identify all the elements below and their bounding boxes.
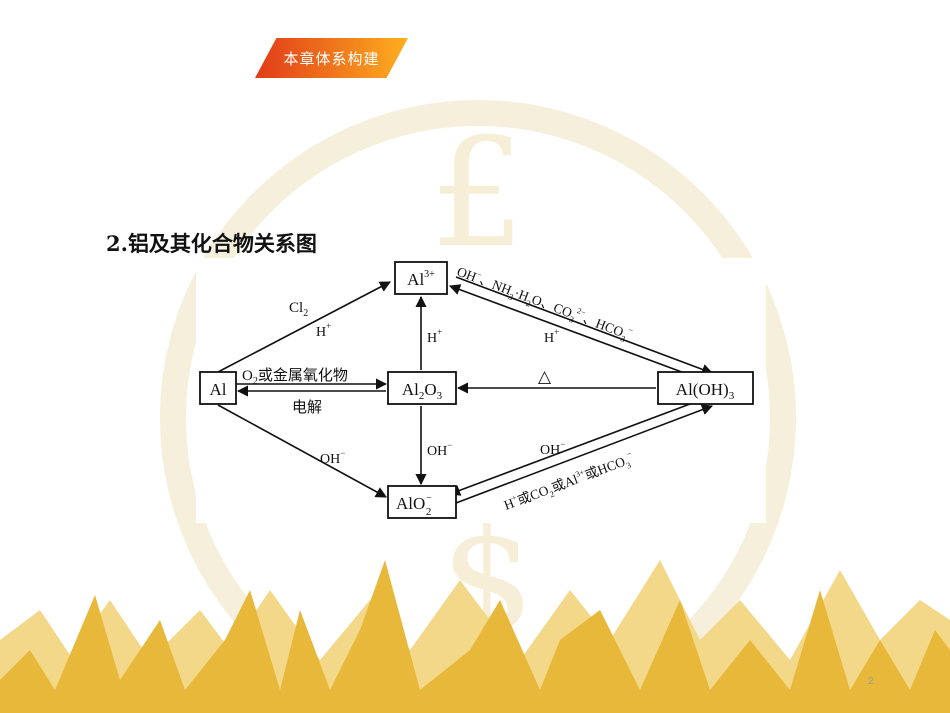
section-banner: 本章体系构建 (255, 38, 408, 78)
node-al3: Al3+ (394, 261, 448, 295)
arrow-al-to-alo2 (217, 404, 387, 498)
arrow-al3-to-aloh3 (455, 276, 714, 375)
label-o2-metal-oxide: O2或金属氧化物 (242, 367, 348, 387)
heading-number: 2. (106, 231, 128, 256)
watermark-ring (160, 100, 796, 713)
label-oh-vertical: OH− (427, 440, 452, 459)
node-al2o3-text: Al2O3 (402, 380, 443, 402)
diagram-heading: 2.铝及其化合物关系图 (106, 228, 317, 258)
arrow-aloh3-to-alo2 (448, 397, 707, 496)
page-number: 2 (868, 676, 874, 687)
node-al-text: Al (210, 380, 227, 399)
node-al2o3: Al2O3 (387, 371, 457, 405)
label-oh-bottom-right: OH− (540, 439, 565, 458)
arrow-al-to-al3 (217, 281, 391, 373)
node-alo2-text: AlO−2 (396, 493, 432, 518)
heading-text: 铝及其化合物关系图 (127, 231, 317, 256)
gold-mountains-front (0, 560, 950, 713)
label-h-top-left: H+ (316, 321, 331, 340)
node-aloh3: Al(OH)3 (657, 371, 754, 405)
label-cl2: Cl2 (289, 300, 308, 319)
label-oh-bottom-left: OH− (320, 448, 345, 467)
node-al: Al (199, 371, 237, 405)
arrow-alo2-to-aloh3 (455, 404, 714, 504)
node-aloh3-text: Al(OH)3 (676, 380, 735, 402)
label-electrolysis: 电解 (292, 399, 322, 416)
pound-watermark-icon: £ (430, 107, 525, 281)
label-heat: △ (538, 367, 552, 386)
node-al3-text: Al3+ (407, 269, 435, 289)
label-h-top-right: H+ (544, 327, 559, 346)
node-alo2: AlO−2 (387, 485, 457, 519)
arrow-aloh3-to-al3 (448, 284, 707, 382)
label-h-vertical: H+ (427, 327, 442, 346)
section-banner-text: 本章体系构建 (283, 49, 380, 68)
